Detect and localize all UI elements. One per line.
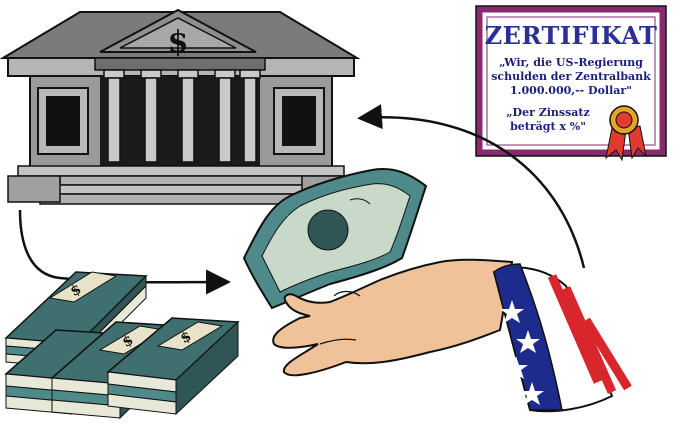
certificate-icon: ZERTIFIKAT „Wir, die US-Regierung schuld… <box>475 5 667 162</box>
certificate-line-3: 1.000.000,-- Dollar" <box>510 84 632 97</box>
arrow-bank-to-money <box>18 209 231 295</box>
certificate-line-1: „Wir, die US-Regierung <box>499 56 643 69</box>
certificate-line-5: beträgt x %" <box>510 120 586 133</box>
certificate-title: ZERTIFIKAT <box>485 21 658 50</box>
bank-building-icon: $ <box>0 8 361 205</box>
arrow-certificate-to-bank <box>357 104 586 269</box>
money-stack-icon: $ $ $ <box>4 271 240 420</box>
ribbon-seal-icon <box>605 105 647 162</box>
dollar-bill-icon <box>242 168 428 310</box>
bank-dollar-sign: $ <box>168 25 189 60</box>
certificate-line-2: schulden der Zentralbank <box>491 70 651 83</box>
certificate-line-4: „Der Zinssatz <box>506 106 590 119</box>
flag-sleeve-icon <box>492 263 632 413</box>
hand-icon <box>272 258 514 377</box>
